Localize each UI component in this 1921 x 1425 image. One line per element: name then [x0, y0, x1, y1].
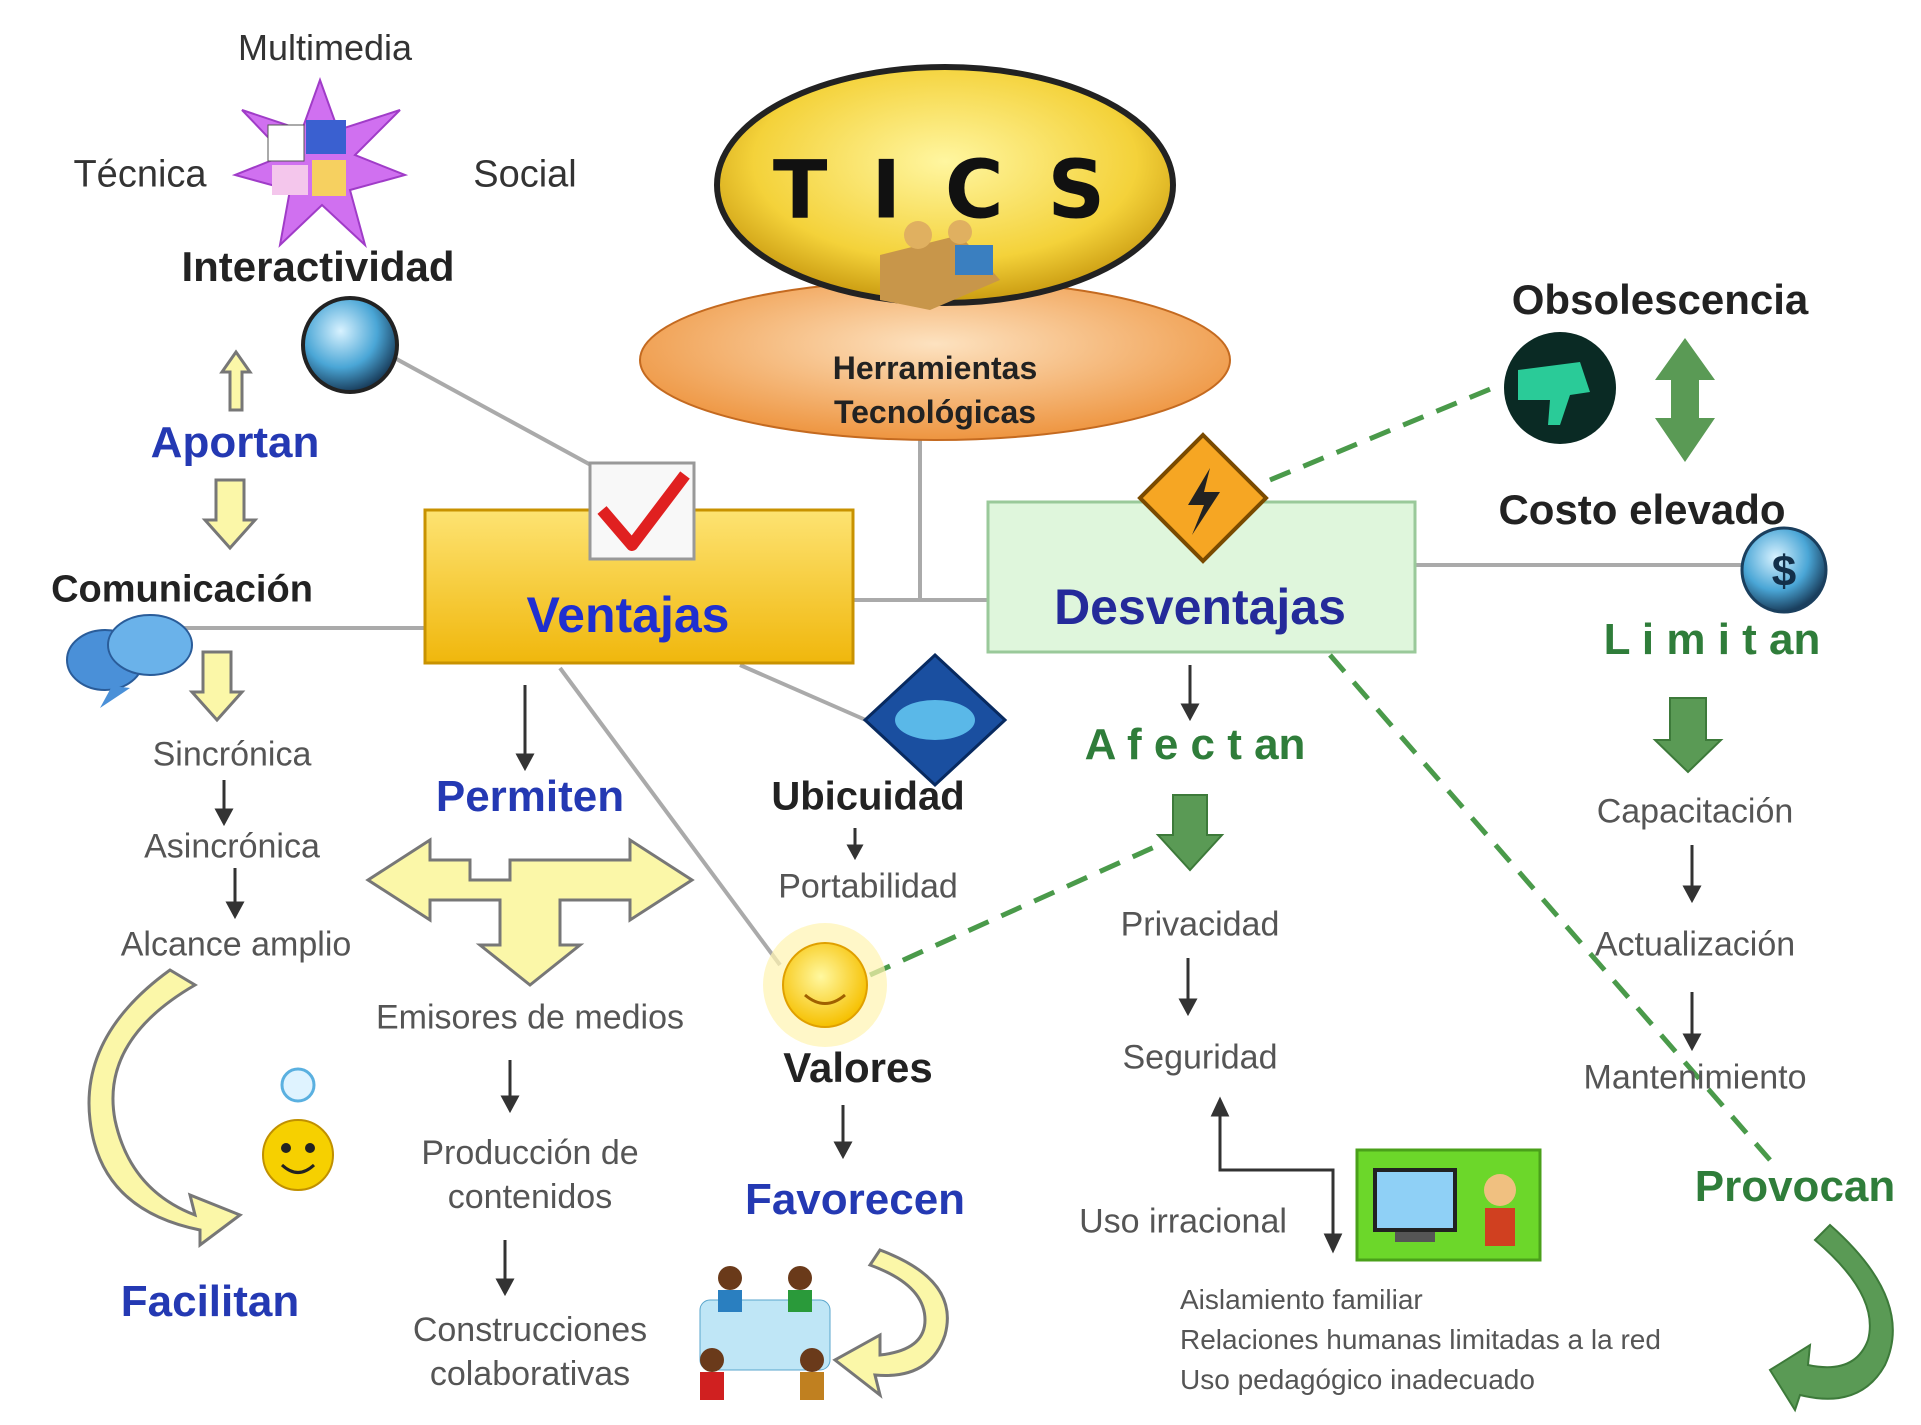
checkmark-icon — [588, 461, 696, 561]
warning-diamond-icon — [1137, 432, 1269, 564]
svg-text:$: $ — [1772, 547, 1796, 596]
connector-lines — [170, 348, 1760, 967]
dollar-globe-icon: $ — [1740, 526, 1828, 614]
flow-arrows — [214, 665, 1702, 1297]
aislamiento-label: Aislamiento familiar — [1180, 1284, 1423, 1315]
interactivity-star-icon — [231, 77, 409, 249]
favorecen-label: Favorecen — [744, 1175, 966, 1224]
arrows-globe-icon — [301, 296, 399, 394]
tics-title: T I C S — [772, 143, 1114, 237]
emisores-label: Emisores de medios — [375, 998, 685, 1037]
interactividad-label: Interactividad — [181, 243, 455, 290]
speech-bubbles-icon — [66, 614, 193, 708]
people-puzzle-icon — [699, 1266, 831, 1400]
team-puzzle-icon — [880, 220, 1000, 310]
sincronica-label: Sincrónica — [152, 735, 312, 774]
privacidad-label: Privacidad — [1120, 905, 1280, 944]
provocan-label: Provocan — [1694, 1162, 1896, 1211]
construcciones-label: Construcciones colaborativas — [412, 1311, 648, 1393]
obsolescencia-label: Obsolescencia — [1511, 276, 1809, 323]
comunicacion-label: Comunicación — [51, 568, 313, 611]
costo-elevado-label: Costo elevado — [1498, 486, 1786, 533]
portabilidad-label: Portabilidad — [778, 867, 958, 906]
limitan-label: L i m i t an — [1603, 615, 1821, 664]
actualizacion-label: Actualización — [1594, 925, 1796, 964]
dna-diamond-icon — [862, 652, 1008, 788]
computer-user-icon — [1355, 1148, 1542, 1262]
yellow-arrows — [87, 349, 949, 1399]
desventajas-label[interactable]: Desventajas — [1054, 579, 1346, 635]
smiley-idea-icon — [262, 1067, 334, 1191]
aportan-label: Aportan — [150, 418, 320, 467]
social-label: Social — [473, 153, 577, 196]
sun-icon — [763, 923, 887, 1047]
green-arrows — [1155, 697, 1894, 1413]
double-arrow-icon — [1655, 338, 1715, 462]
ubicuidad-label: Ubicuidad — [771, 774, 965, 819]
herramientas-label: Herramientas Tecnológicas — [832, 350, 1038, 430]
afectan-label: A f e c t an — [1084, 720, 1306, 769]
uso-pedagogico-label: Uso pedagógico inadecuado — [1180, 1364, 1535, 1395]
facilitan-label: Facilitan — [120, 1277, 300, 1326]
alcance-label: Alcance amplio — [120, 925, 352, 964]
seguridad-label: Seguridad — [1122, 1038, 1278, 1077]
uso-irracional-label: Uso irracional — [1079, 1202, 1287, 1241]
thumbs-down-icon — [1504, 332, 1616, 444]
ventajas-label[interactable]: Ventajas — [526, 587, 730, 643]
mantenimiento-label: Mantenimiento — [1583, 1058, 1807, 1097]
dashed-connectors — [868, 382, 1772, 1162]
permiten-label: Permiten — [435, 772, 625, 821]
asincronica-label: Asincrónica — [144, 827, 320, 866]
capacitacion-label: Capacitación — [1596, 792, 1794, 831]
relaciones-label: Relaciones humanas limitadas a la red — [1180, 1324, 1661, 1355]
produccion-label: Producción de contenidos — [421, 1134, 639, 1216]
multimedia-label: Multimedia — [237, 27, 413, 68]
tecnica-label: Técnica — [73, 153, 207, 196]
valores-label: Valores — [783, 1044, 933, 1091]
